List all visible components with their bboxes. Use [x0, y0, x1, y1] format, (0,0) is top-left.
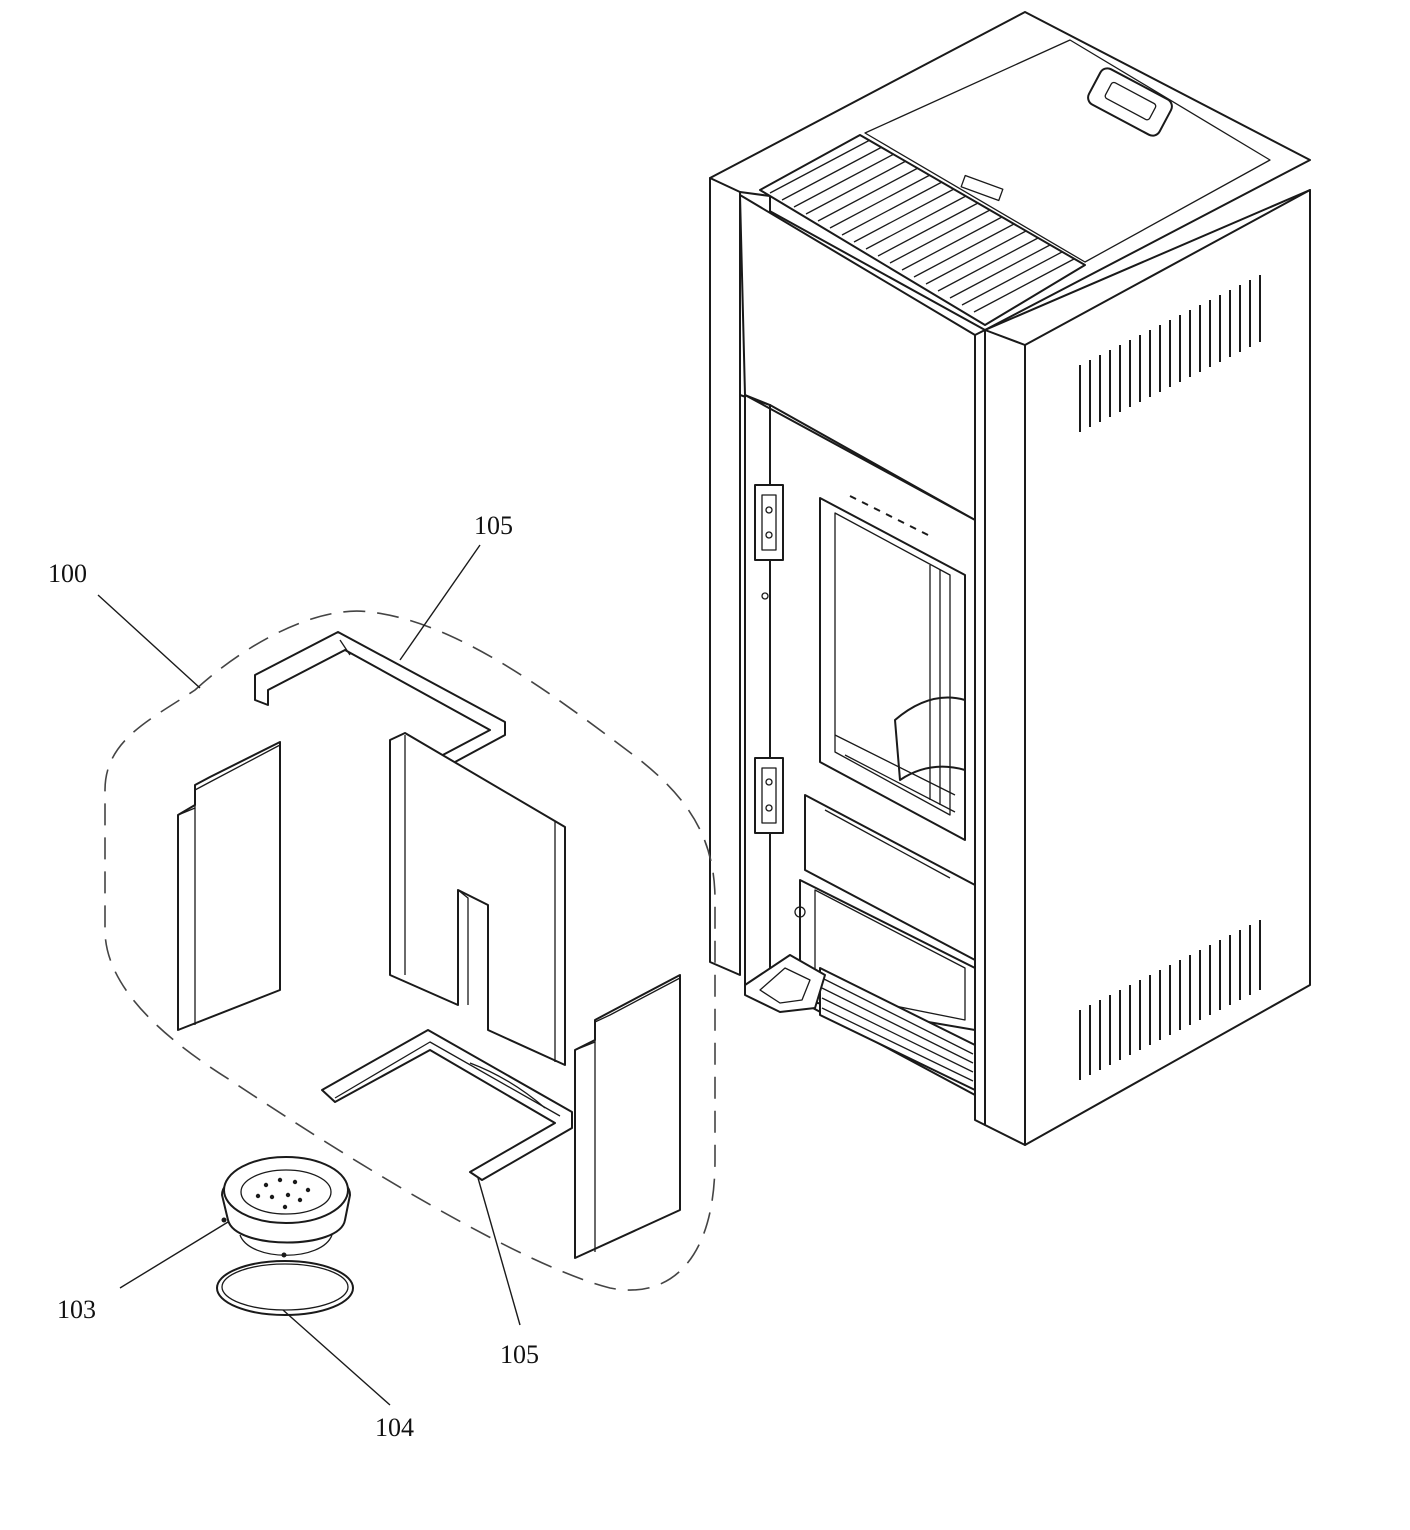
stove-side-panel — [984, 189, 1311, 1146]
side-vent-upper — [1079, 275, 1261, 432]
stove-foot-bracket — [744, 954, 826, 1013]
insulation-panel-left — [177, 741, 281, 1031]
stove-front-pillar-left — [709, 177, 741, 976]
support-bracket-top — [254, 631, 506, 783]
door-hinge-lower — [754, 757, 784, 834]
stove-top-lid — [864, 39, 1271, 263]
callout-104: 104 — [375, 1413, 414, 1442]
grille-slats — [769, 139, 1075, 313]
stove-front-right-strip — [974, 329, 986, 1126]
group-boundary-100 — [104, 610, 716, 1291]
door-hinge-upper — [754, 484, 784, 561]
stove-front-upper-panel — [739, 194, 976, 521]
lid-latch — [960, 174, 1004, 202]
burn-pot — [221, 1156, 351, 1258]
leader-lines — [97, 544, 521, 1406]
callout-105-top: 105 — [474, 511, 513, 540]
insulation-panel-right — [574, 974, 681, 1259]
callout-100: 100 — [48, 559, 87, 588]
support-bracket-bottom — [321, 1029, 573, 1181]
side-vent-lower — [1079, 920, 1261, 1080]
callout-105-bottom: 105 — [500, 1340, 539, 1369]
callout-103: 103 — [57, 1295, 96, 1324]
burn-pot-holes — [255, 1177, 311, 1210]
firebox-air-holes — [849, 495, 929, 536]
firebox-opening — [819, 495, 966, 841]
stove-body — [709, 11, 1311, 1146]
gasket-ring — [216, 1260, 354, 1316]
lid-handle — [1087, 67, 1173, 137]
bottom-intake-grille — [819, 967, 976, 1091]
insulation-panel-back — [389, 732, 566, 1066]
